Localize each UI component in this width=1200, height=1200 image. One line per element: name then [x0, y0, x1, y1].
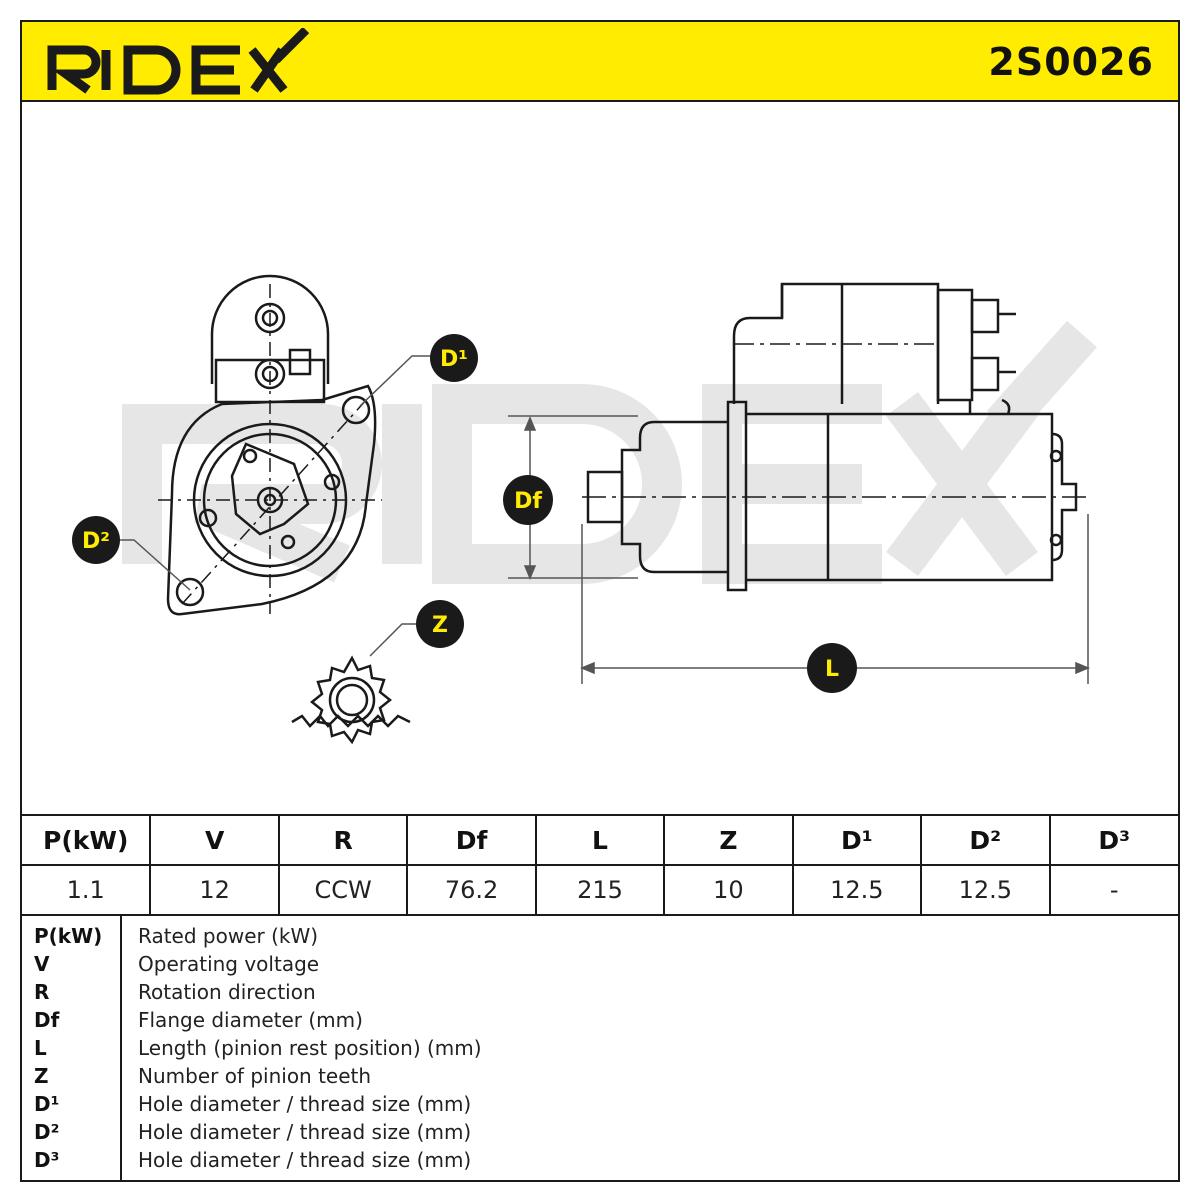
starter-end-view — [158, 274, 382, 616]
legend-key: Df — [34, 1008, 60, 1032]
legend-desc: Hole diameter / thread size (mm) — [138, 1148, 472, 1172]
legend-desc: Length (pinion rest position) (mm) — [138, 1036, 482, 1060]
legend-row: Z Number of pinion teeth — [22, 1064, 1178, 1092]
d1-badge: D¹ — [430, 334, 478, 382]
svg-text:D²: D² — [82, 529, 110, 554]
header-cell: Df — [406, 814, 537, 866]
legend-row: Df Flange diameter (mm) — [22, 1008, 1178, 1036]
value-cell: 1.1 — [22, 864, 152, 916]
l-badge: L — [807, 643, 857, 693]
header-cell: R — [277, 814, 409, 866]
svg-text:Z: Z — [432, 613, 448, 638]
value-cell: - — [1048, 864, 1178, 916]
value-cell: 10 — [663, 864, 794, 916]
header-cell: D² — [920, 814, 1051, 866]
legend-row: V Operating voltage — [22, 952, 1178, 980]
legend-row: D³ Hole diameter / thread size (mm) — [22, 1148, 1178, 1176]
legend-desc: Hole diameter / thread size (mm) — [138, 1092, 472, 1116]
legend-desc: Hole diameter / thread size (mm) — [138, 1120, 472, 1144]
legend-desc: Rotation direction — [138, 980, 316, 1004]
value-cell: CCW — [277, 864, 409, 916]
header-cell: V — [149, 814, 280, 866]
legend-row: D² Hole diameter / thread size (mm) — [22, 1120, 1178, 1148]
legend-key: P(kW) — [34, 924, 103, 948]
legend-desc: Flange diameter (mm) — [138, 1008, 363, 1032]
product-sheet: 2S0026 — [20, 20, 1180, 1182]
legend-key: Z — [34, 1064, 49, 1088]
svg-text:L: L — [825, 657, 839, 682]
header-cell: D¹ — [791, 814, 923, 866]
technical-drawing: D¹ D² Df Z L — [72, 274, 1097, 745]
legend-key: D² — [34, 1120, 60, 1144]
legend-key: R — [34, 980, 50, 1004]
legend-row: R Rotation direction — [22, 980, 1178, 1008]
ridex-watermark — [122, 320, 1097, 584]
pinion-gear — [291, 655, 411, 745]
spec-table-value-row: 1.1 12 CCW 76.2 215 10 12.5 12.5 - — [22, 864, 1178, 916]
legend-key: V — [34, 952, 50, 976]
svg-text:D¹: D¹ — [440, 347, 468, 372]
spec-table: P(kW) V R Df L Z D¹ D² D³ 1.1 12 CCW 76.… — [22, 814, 1178, 916]
spec-table-header-row: P(kW) V R Df L Z D¹ D² D³ — [22, 814, 1178, 866]
header-cell: P(kW) — [22, 814, 152, 866]
value-cell: 12 — [149, 864, 280, 916]
d2-badge: D² — [72, 516, 120, 564]
ridex-logo — [47, 28, 310, 95]
legend-row: P(kW) Rated power (kW) — [22, 924, 1178, 952]
legend: P(kW) Rated power (kW) V Operating volta… — [22, 916, 1178, 1182]
header-cell: Z — [663, 814, 794, 866]
part-number: 2S0026 — [988, 40, 1154, 84]
svg-text:Df: Df — [514, 489, 542, 514]
z-badge: Z — [416, 600, 464, 648]
header-cell: L — [534, 814, 666, 866]
value-cell: 12.5 — [791, 864, 923, 916]
legend-desc: Number of pinion teeth — [138, 1064, 372, 1088]
header-bar: 2S0026 — [22, 22, 1178, 102]
legend-divider — [120, 916, 122, 1182]
header-cell: D³ — [1048, 814, 1178, 866]
df-badge: Df — [503, 475, 553, 525]
legend-row: D¹ Hole diameter / thread size (mm) — [22, 1092, 1178, 1120]
value-cell: 12.5 — [920, 864, 1051, 916]
legend-row: L Length (pinion rest position) (mm) — [22, 1036, 1178, 1064]
legend-key: L — [34, 1036, 47, 1060]
value-cell: 215 — [534, 864, 666, 916]
starter-side-view — [582, 282, 1090, 592]
legend-key: D¹ — [34, 1092, 60, 1116]
legend-desc: Operating voltage — [138, 952, 320, 976]
legend-key: D³ — [34, 1148, 60, 1172]
value-cell: 76.2 — [406, 864, 537, 916]
legend-desc: Rated power (kW) — [138, 924, 319, 948]
